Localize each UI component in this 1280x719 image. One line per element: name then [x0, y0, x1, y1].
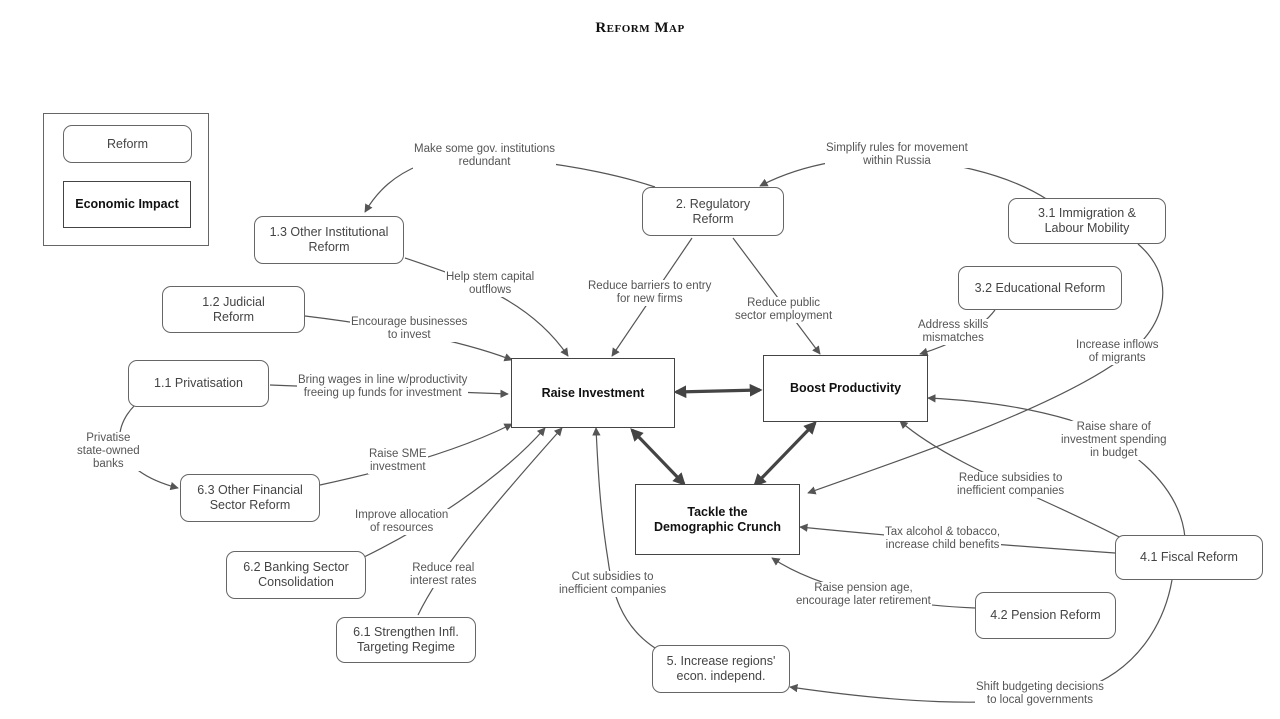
label-make-redundant: Make some gov. institutions redundant	[413, 143, 557, 169]
label-reduce-subsidies: Reduce subsidies to inefficient companie…	[956, 472, 1066, 498]
impact-boost-productivity: Boost Productivity	[763, 355, 928, 422]
label-stem-outflows: Help stem capital outflows	[445, 271, 536, 297]
page-title: Reform Map	[595, 20, 685, 36]
reform-banking-consolidation: 6.2 Banking Sector Consolidation	[226, 551, 366, 599]
arrow-banking-to-investment	[361, 427, 546, 559]
label-raise-share: Raise share of investment spending in bu…	[1060, 421, 1168, 460]
label-encourage-business: Encourage businesses to invest	[350, 316, 469, 342]
reform-regions-independence: 5. Increase regions' econ. independ.	[652, 645, 790, 693]
arrow-immigration-to-demographic	[807, 243, 1164, 495]
label-tax-alcohol: Tax alcohol & tobacco, increase child be…	[884, 526, 1002, 552]
reform-regulatory: 2. Regulatory Reform	[642, 187, 784, 236]
reform-other-institutional: 1.3 Other Institutional Reform	[254, 216, 404, 264]
link-productivity-demographic	[753, 421, 817, 487]
arrow-fiscal-to-productivity	[927, 394, 1186, 539]
impact-raise-investment: Raise Investment	[511, 358, 675, 428]
link-investment-productivity	[673, 383, 763, 399]
label-reduce-barriers: Reduce barriers to entry for new firms	[587, 280, 713, 306]
link-investment-demographic	[630, 428, 686, 486]
label-bring-wages: Bring wages in line w/productivity freei…	[297, 374, 469, 400]
arrow-inflation-to-investment	[417, 427, 563, 616]
reform-immigration-labour-mobility: 3.1 Immigration & Labour Mobility	[1008, 198, 1166, 244]
label-cut-subsidies: Cut subsidies to inefficient companies	[558, 571, 668, 597]
reform-other-financial-sector: 6.3 Other Financial Sector Reform	[180, 474, 320, 522]
impact-tackle-demographic-crunch: Tackle the Demographic Crunch	[635, 484, 800, 555]
reform-fiscal: 4.1 Fiscal Reform	[1115, 535, 1263, 580]
label-increase-migrants: Increase inflows of migrants	[1075, 339, 1160, 365]
reform-judicial: 1.2 Judicial Reform	[162, 286, 305, 333]
label-privatise-banks: Privatise state-owned banks	[76, 432, 141, 471]
reform-pension: 4.2 Pension Reform	[975, 592, 1116, 639]
label-simplify-rules: Simplify rules for movement within Russi…	[825, 142, 969, 168]
reform-educational: 3.2 Educational Reform	[958, 266, 1122, 310]
reform-inflation-targeting: 6.1 Strengthen Infl. Targeting Regime	[336, 617, 476, 663]
legend-economic-impact: Economic Impact	[63, 181, 191, 228]
legend-reform: Reform	[63, 125, 192, 163]
label-raise-sme: Raise SME investment	[368, 448, 428, 474]
label-shift-budgeting: Shift budgeting decisions to local gover…	[975, 681, 1105, 707]
label-address-skills: Address skills mismatches	[917, 319, 990, 345]
label-reduce-rates: Reduce real interest rates	[409, 562, 478, 588]
arrow-regulatory-to-productivity	[732, 237, 821, 355]
reform-privatisation: 1.1 Privatisation	[128, 360, 269, 407]
label-reduce-public-employment: Reduce public sector employment	[734, 297, 834, 323]
label-raise-pension-age: Raise pension age, encourage later retir…	[795, 582, 932, 608]
arrow-regions-to-investment	[592, 427, 656, 649]
label-improve-allocation: Improve allocation of resources	[354, 509, 450, 535]
legend	[43, 113, 209, 246]
